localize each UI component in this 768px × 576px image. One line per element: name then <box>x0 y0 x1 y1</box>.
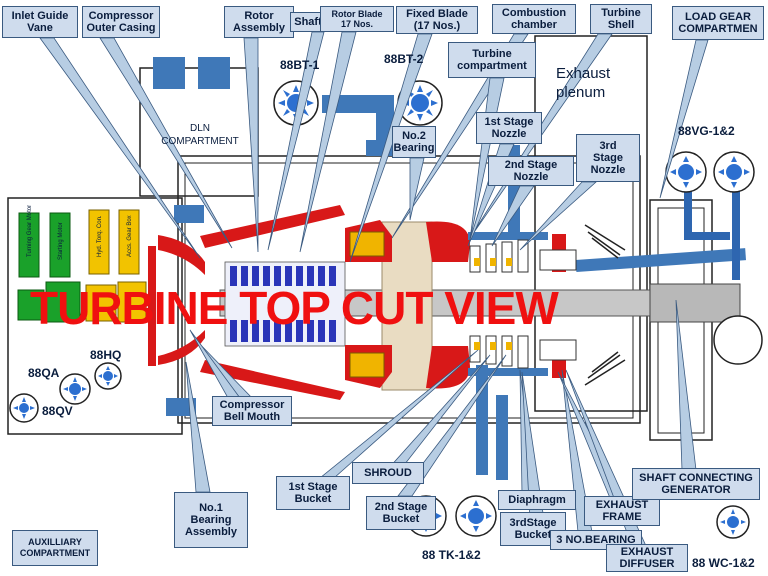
generator-coupling <box>713 315 763 365</box>
bell-mouth-bottom <box>158 330 205 365</box>
label-inlet-guide-vane: Inlet Guide Vane <box>2 6 78 38</box>
turbine-casing-top <box>426 221 470 262</box>
vg-pipe-1 <box>684 190 730 240</box>
label-no1-bearing-assembly: No.1 Bearing Assembly <box>174 492 248 548</box>
label-starting-motor: Starting Motor <box>58 222 64 260</box>
label-accs-gear-box: Accs. Gear Box <box>127 215 133 257</box>
turbine-casing-bottom <box>426 346 470 389</box>
inlet-duct-bottom <box>166 398 196 416</box>
fan-hq-icon <box>94 362 122 390</box>
label-second-stage-nozzle: 2nd Stage Nozzle <box>488 156 574 186</box>
label-auxiliary-compartment: AUXILLIARY COMPARTMENT <box>12 530 98 566</box>
label-fixed-blade: Fixed Blade (17 Nos.) <box>396 6 478 34</box>
label-no2-bearing: No.2 Bearing <box>392 126 436 158</box>
label-turbine-shell: Turbine Shell <box>590 4 652 34</box>
label-exhaust-diffuser: EXHAUST DIFFUSER <box>606 544 688 572</box>
tk-pipe-right <box>496 395 508 480</box>
label-dln-compartment: DLN COMPARTMENT <box>161 123 239 147</box>
dln-duct-1 <box>153 57 185 89</box>
compressor-rotor-discs <box>224 261 346 347</box>
tag-88bt-2: 88BT-2 <box>384 52 424 66</box>
fan-qv-icon <box>9 393 39 423</box>
label-exhaust-plenum: Exhaust plenum <box>556 65 611 101</box>
label-hyd-torq-con: Hyd. Torq. Con. <box>97 215 103 257</box>
label-turning-gear-motor: Turning Gear Motor <box>27 204 33 257</box>
label-shroud: SHROUD <box>352 462 424 484</box>
tag-88qa: 88QA <box>28 366 60 380</box>
turbine-shell-top <box>468 232 548 240</box>
label-shaft: Shaft <box>290 12 326 32</box>
fan-tk2-icon <box>455 495 497 537</box>
turbine-shell-bottom <box>468 368 548 376</box>
tag-88bt-1: 88BT-1 <box>280 58 320 72</box>
exhaust-vanes-top <box>584 224 626 259</box>
tag-88wc: 88 WC-1&2 <box>692 556 755 570</box>
diagram-title: TURBINE TOP CUT VIEW <box>30 282 559 334</box>
tag-88tk: 88 TK-1&2 <box>422 548 481 562</box>
label-third-stage-nozzle: 3rd Stage Nozzle <box>576 134 640 182</box>
bell-mouth-top <box>158 235 205 275</box>
fan-qa-icon <box>59 373 91 405</box>
inlet-duct-top <box>174 205 204 223</box>
label-compressor-outer-casing: Compressor Outer Casing <box>82 6 160 38</box>
turbine-stages <box>469 239 529 369</box>
exhaust-pipe-right <box>575 248 747 272</box>
label-load-gear-compartment: LOAD GEAR COMPARTMEN <box>672 6 764 40</box>
exhaust-plenum-box <box>534 35 648 412</box>
auxiliary-compartment-box <box>7 197 183 435</box>
compressor-casing-bottom <box>200 360 345 400</box>
dln-duct-2 <box>198 57 230 89</box>
label-turbine-compartment: Turbine compartment <box>448 42 536 78</box>
label-rotor-blade: Rotor Blade 17 Nos. <box>320 6 394 32</box>
label-combustion-chamber: Combustion chamber <box>492 4 576 34</box>
fan-vg2-icon <box>713 151 755 193</box>
exhaust-vanes-bottom <box>584 351 626 386</box>
fan-wc-icon <box>716 505 750 539</box>
exhaust-diffuser-bottom <box>539 339 577 361</box>
label-exhaust-frame: EXHAUST FRAME <box>584 496 660 526</box>
generator-shaft <box>649 283 741 323</box>
label-third-stage-bucket: 3rdStage Bucket <box>500 512 566 546</box>
bell-mouth-flange <box>148 246 156 366</box>
exhaust-diffuser-top <box>539 249 577 271</box>
label-first-stage-bucket: 1st Stage Bucket <box>276 476 350 510</box>
tag-88hq: 88HQ <box>90 348 122 362</box>
fan-vg1-icon <box>665 151 707 193</box>
label-shaft-connecting-generator: SHAFT CONNECTING GENERATOR <box>632 468 760 500</box>
label-compressor-bell-mouth: Compressor Bell Mouth <box>212 396 292 426</box>
aux-modules-graphic <box>17 209 147 323</box>
label-first-stage-nozzle: 1st Stage Nozzle <box>476 112 542 144</box>
label-second-stage-bucket: 2nd Stage Bucket <box>366 496 436 530</box>
tag-88vg: 88VG-1&2 <box>678 124 735 138</box>
label-diaphragm: Diaphragm <box>498 490 576 510</box>
label-rotor-assembly: Rotor Assembly <box>224 6 294 38</box>
combustor-bottom <box>349 352 385 378</box>
tag-88qv: 88QV <box>42 404 73 418</box>
